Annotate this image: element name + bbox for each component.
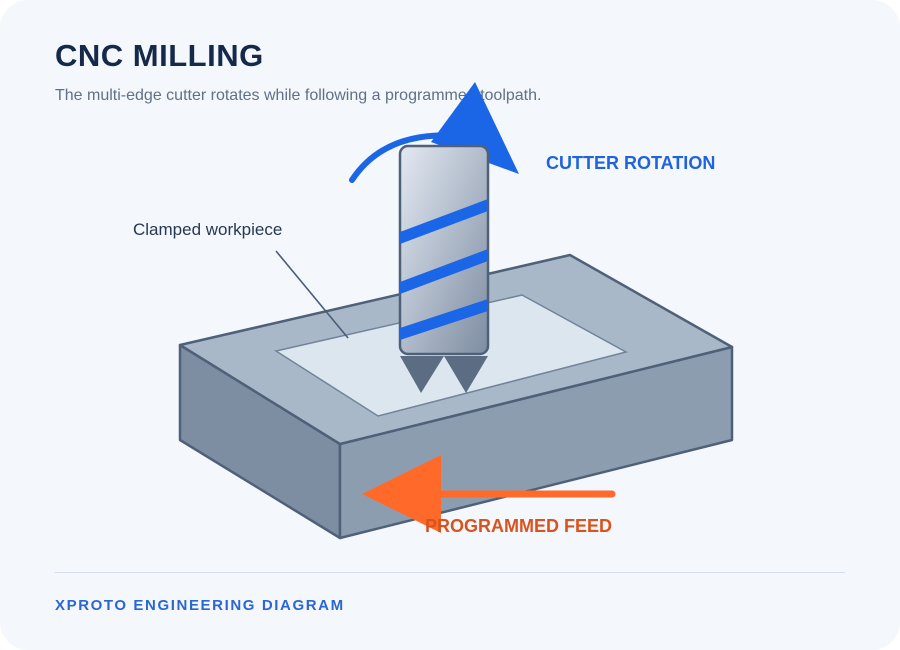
cutter-flute-1 <box>400 199 488 244</box>
page-subtitle: The multi-edge cutter rotates while foll… <box>55 87 542 104</box>
footer-divider <box>55 572 845 573</box>
workpiece-label: Clamped workpiece <box>133 220 282 239</box>
cutter-tool <box>398 144 490 393</box>
feed-label: PROGRAMMED FEED <box>425 516 612 536</box>
cutter-tooth-left <box>400 356 444 393</box>
workpiece-leader-line <box>275 250 349 339</box>
cutter-flute-3 <box>400 299 488 340</box>
rotation-arrowhead <box>431 82 519 174</box>
rotation-arrow <box>349 82 519 183</box>
rotation-label: CUTTER ROTATION <box>546 153 715 173</box>
page-title: CNC MILLING <box>55 38 264 73</box>
footer-label: XPROTO ENGINEERING DIAGRAM <box>55 597 345 614</box>
cutter-tooth-right <box>444 356 488 393</box>
feed-arrowhead <box>362 455 441 533</box>
cutter-flute-2 <box>400 249 488 294</box>
feed-arrow <box>362 455 616 533</box>
